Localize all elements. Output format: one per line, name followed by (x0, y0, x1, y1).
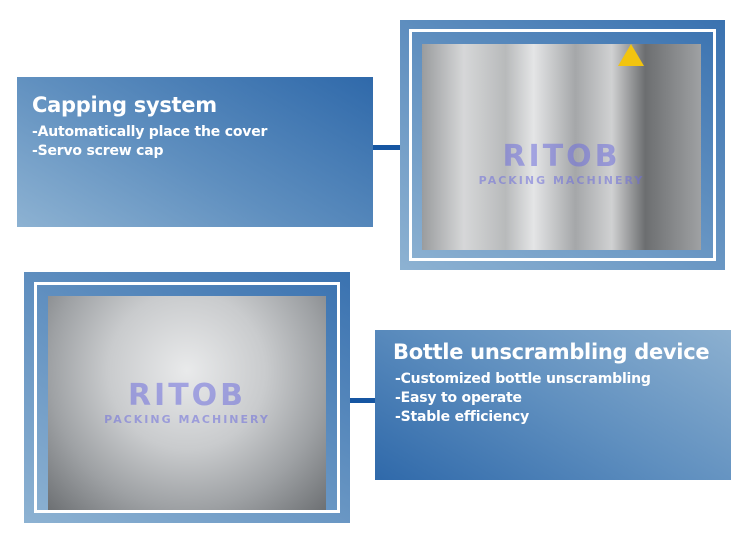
feature-item: -Stable efficiency (395, 409, 530, 425)
feature-item: -Easy to operate (395, 390, 522, 406)
feature-item: -Servo screw cap (32, 143, 164, 159)
capping-system-panel: Capping system -Automatically place the … (17, 77, 373, 227)
capping-machine-photo: RITOB PACKING MACHINERY (422, 44, 701, 250)
watermark: RITOB PACKING MACHINERY (422, 139, 701, 187)
watermark: RITOB PACKING MACHINERY (48, 378, 326, 426)
unscrambling-machine-photo: RITOB PACKING MACHINERY (48, 296, 326, 510)
watermark-sub: PACKING MACHINERY (104, 413, 270, 426)
unscrambling-photo-frame: RITOB PACKING MACHINERY (24, 272, 350, 523)
watermark-brand: RITOB (127, 378, 247, 413)
connector-line (373, 145, 400, 150)
bottle-unscrambling-panel: Bottle unscrambling device -Customized b… (375, 330, 731, 480)
capping-system-title: Capping system (32, 93, 217, 117)
bottle-unscrambling-title: Bottle unscrambling device (393, 340, 710, 364)
connector-line (350, 398, 375, 403)
feature-item: -Customized bottle unscrambling (395, 371, 651, 387)
capping-photo-frame: RITOB PACKING MACHINERY (400, 20, 725, 270)
warning-sign-icon (618, 44, 644, 66)
watermark-sub: PACKING MACHINERY (478, 174, 645, 187)
feature-item: -Automatically place the cover (32, 124, 268, 140)
watermark-brand: RITOB (502, 139, 621, 174)
unscrambling-feature-list: -Customized bottle unscrambling -Easy to… (393, 370, 731, 427)
capping-feature-list: -Automatically place the cover -Servo sc… (32, 123, 373, 161)
